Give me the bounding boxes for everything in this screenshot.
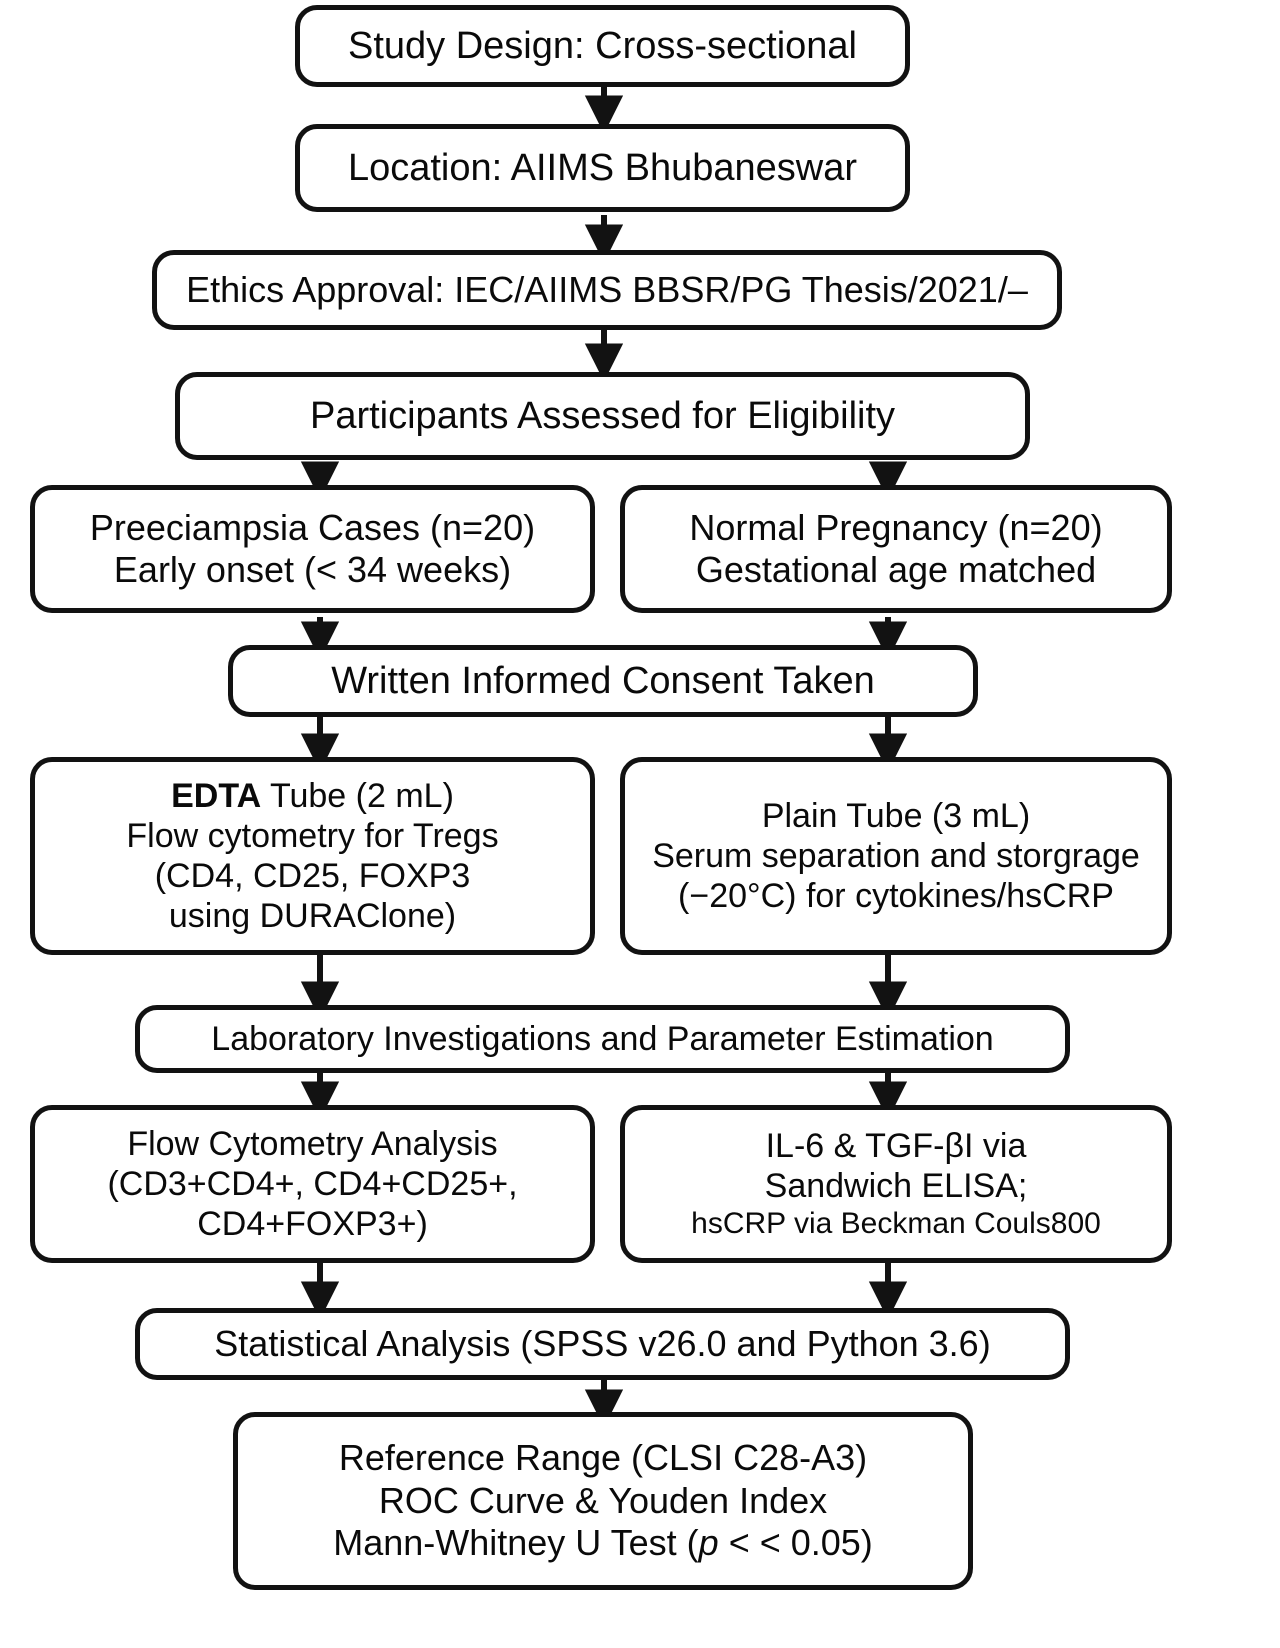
- node-edta-tube-line-1: EDTA Tube (2 mL): [171, 776, 454, 816]
- node-plain-tube-line-3: (−20°C) for cytokines/hsCRP: [678, 877, 1114, 916]
- node-ethics-approval: Ethics Approval: IEC/AIIMS BBSR/PG Thesi…: [152, 250, 1062, 330]
- node-edta-tube-line-3: (CD4, CD25, FOXP3: [154, 857, 471, 895]
- edta-bold-label: EDTA: [171, 776, 262, 815]
- final-line-3-suffix: < < 0.05): [718, 1522, 873, 1564]
- node-edta-tube-line-4: using DURAClone): [168, 897, 457, 936]
- node-normal-pregnancy: Normal Pregnancy (n=20) Gestational age …: [620, 485, 1172, 613]
- node-elisa-hscrp-line-2: Sandwich ELISA;: [764, 1167, 1028, 1206]
- node-plain-tube-line-1: Plain Tube (3 mL): [761, 796, 1031, 835]
- node-statistical-analysis: Statistical Analysis (SPSS v26.0 and Pyt…: [135, 1308, 1070, 1380]
- final-line-3-prefix: Mann-Whitney U Test (: [333, 1522, 699, 1564]
- node-flow-cytometry-line-2: (CD3+CD4+, CD4+CD25+,: [107, 1164, 518, 1203]
- node-flow-cytometry-line-3: CD4+FOXP3+): [197, 1205, 428, 1244]
- node-edta-tube: EDTA Tube (2 mL) Flow cytometry for Treg…: [30, 757, 595, 955]
- node-plain-tube: Plain Tube (3 mL) Serum separation and s…: [620, 757, 1172, 955]
- node-lab-investigations: Laboratory Investigations and Parameter …: [135, 1005, 1070, 1073]
- node-statistical-analysis-text: Statistical Analysis (SPSS v26.0 and Pyt…: [214, 1322, 991, 1364]
- node-elisa-hscrp-line-1: IL-6 & TGF-βI via: [765, 1127, 1027, 1166]
- node-flow-cytometry-line-1: Flow Cytometry Analysis: [127, 1124, 498, 1163]
- node-preeclampsia-cases-line-1: Preeciampsia Cases (n=20): [89, 506, 536, 548]
- node-informed-consent: Written Informed Consent Taken: [228, 645, 978, 717]
- node-elisa-hscrp-line-3: hsCRP via Beckman Couls800: [691, 1207, 1101, 1241]
- node-normal-pregnancy-line-1: Normal Pregnancy (n=20): [689, 506, 1103, 548]
- edta-line-1-rest: Tube (2 mL): [261, 776, 454, 815]
- node-ethics-approval-text: Ethics Approval: IEC/AIIMS BBSR/PG Thesi…: [186, 268, 1028, 310]
- node-plain-tube-line-2: Serum separation and storgrage: [652, 836, 1140, 875]
- node-informed-consent-text: Written Informed Consent Taken: [331, 659, 875, 702]
- node-study-design: Study Design: Cross-sectional: [295, 5, 910, 87]
- node-final-statistics-line-3: Mann-Whitney U Test (p < < 0.05): [333, 1522, 873, 1564]
- node-final-statistics: Reference Range (CLSI C28-A3) ROC Curve …: [233, 1412, 973, 1590]
- node-location: Location: AIIMS Bhubaneswar: [295, 124, 910, 212]
- node-final-statistics-line-2: ROC Curve & Youden Index: [378, 1479, 828, 1521]
- node-location-text: Location: AIIMS Bhubaneswar: [347, 146, 858, 189]
- node-study-design-text: Study Design: Cross-sectional: [348, 24, 857, 67]
- node-lab-investigations-text: Laboratory Investigations and Parameter …: [211, 1019, 994, 1058]
- node-participants-eligibility: Participants Assessed for Eligibility: [175, 372, 1030, 460]
- p-value-symbol: p: [698, 1522, 719, 1564]
- node-elisa-hscrp: IL-6 & TGF-βI via Sandwich ELISA; hsCRP …: [620, 1105, 1172, 1263]
- node-participants-eligibility-text: Participants Assessed for Eligibility: [309, 394, 896, 437]
- node-flow-cytometry-analysis: Flow Cytometry Analysis (CD3+CD4+, CD4+C…: [30, 1105, 595, 1263]
- node-edta-tube-line-2: Flow cytometry for Tregs: [126, 816, 499, 855]
- node-preeclampsia-cases: Preeciampsia Cases (n=20) Early onset (<…: [30, 485, 595, 613]
- node-preeclampsia-cases-line-2: Early onset (< 34 weeks): [113, 549, 512, 590]
- node-normal-pregnancy-line-2: Gestational age matched: [695, 549, 1097, 590]
- node-final-statistics-line-1: Reference Range (CLSI C28-A3): [338, 1437, 868, 1479]
